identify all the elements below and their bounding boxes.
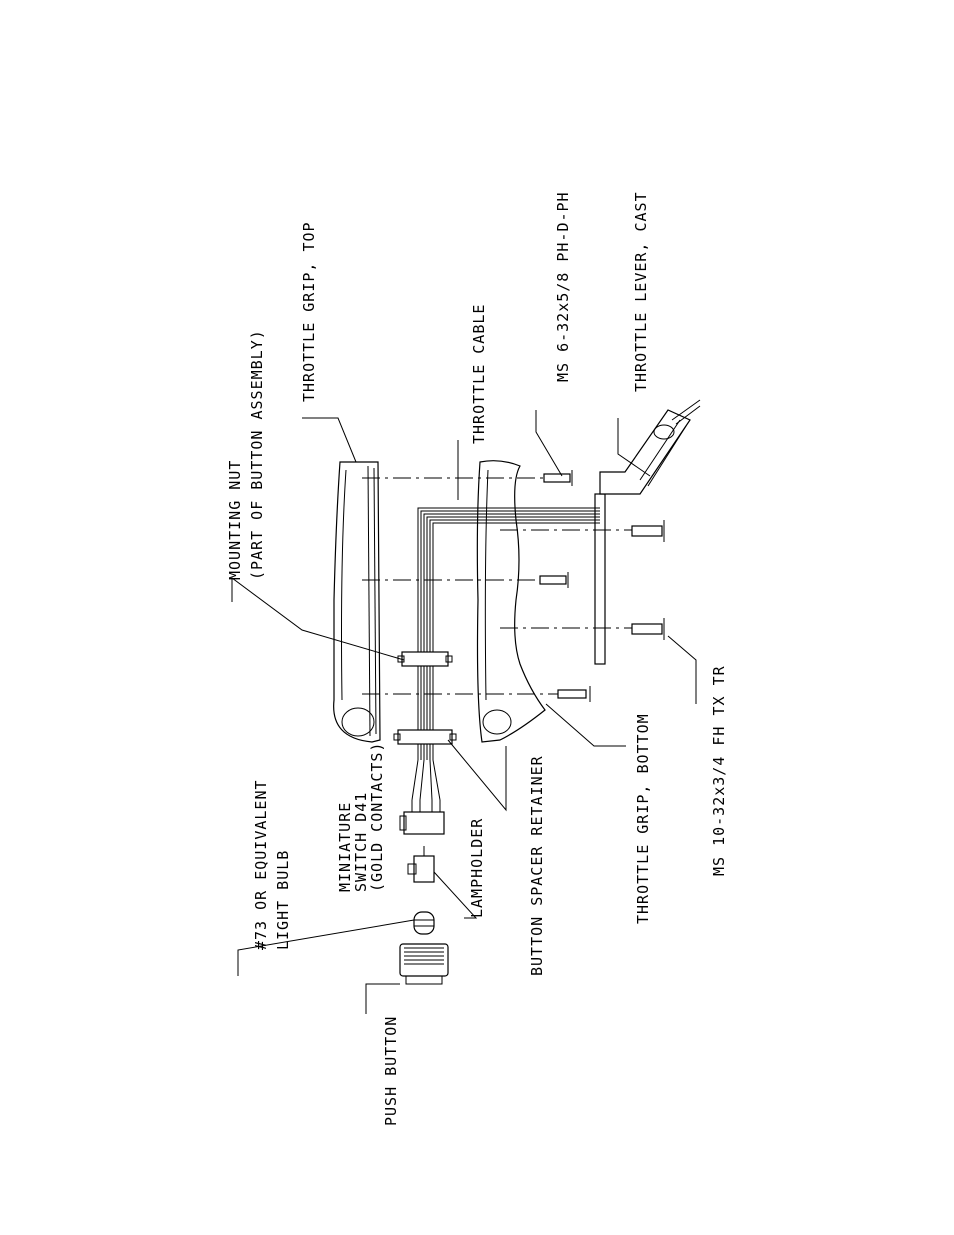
label-throttle-cable-text: THROTTLE CABLE [470, 304, 488, 444]
push-button-part [400, 944, 448, 984]
light-bulb-part [414, 912, 434, 934]
label-screw-large-text: MS 10-32x3/4 FH TX TR [710, 665, 728, 876]
label-miniature-switch: MINIATURE SWITCH D41 (GOLD CONTACTS) [336, 742, 386, 892]
leader-lines [232, 410, 696, 1014]
label-screw-small: MS 6-32x5/8 PH-D-PH [554, 191, 572, 382]
throttle-grip-bottom-part [477, 461, 545, 742]
label-mounting-nut: MOUNTING NUT (PART OF BUTTON ASSEMBLY) [226, 329, 266, 580]
button-spacer-retainer-part [394, 730, 456, 744]
label-throttle-grip-bottom-text: THROTTLE GRIP, BOTTOM [634, 713, 652, 924]
label-mounting-nut-text-2: (PART OF BUTTON ASSEMBLY) [248, 329, 266, 580]
label-screw-large: MS 10-32x3/4 FH TX TR [710, 665, 728, 876]
label-lampholder-text: LAMPHOLDER [468, 818, 486, 918]
label-light-bulb-text-1: #73 OR EQUIVALENT [252, 779, 270, 950]
throttle-grip-top-part [334, 462, 380, 742]
label-screw-small-text: MS 6-32x5/8 PH-D-PH [554, 191, 572, 382]
label-button-spacer-retainer: BUTTON SPACER RETAINER [528, 755, 546, 976]
label-push-button-text: PUSH BUTTON [382, 1016, 400, 1126]
label-light-bulb: #73 OR EQUIVALENT LIGHT BULB [252, 779, 292, 950]
label-light-bulb-text-2: LIGHT BULB [274, 850, 292, 950]
label-throttle-lever-text: THROTTLE LEVER, CAST [632, 191, 650, 392]
label-button-spacer-retainer-text: BUTTON SPACER RETAINER [528, 755, 546, 976]
label-throttle-grip-top: THROTTLE GRIP, TOP [300, 221, 318, 402]
screw-small-2 [540, 572, 568, 588]
label-push-button: PUSH BUTTON [382, 1016, 400, 1126]
label-lampholder: LAMPHOLDER [468, 818, 486, 918]
screw-small-3 [558, 686, 590, 702]
label-throttle-lever: THROTTLE LEVER, CAST [632, 191, 650, 392]
label-throttle-cable: THROTTLE CABLE [470, 304, 488, 444]
screw-large-1 [632, 520, 664, 542]
miniature-switch-part [400, 800, 444, 834]
screw-small-1 [544, 470, 572, 486]
label-mounting-nut-text-1: MOUNTING NUT [226, 460, 244, 580]
screw-large-2 [632, 618, 664, 640]
label-throttle-grip-top-text: THROTTLE GRIP, TOP [300, 221, 318, 402]
mounting-nut-part [398, 652, 452, 666]
label-throttle-grip-bottom: THROTTLE GRIP, BOTTOM [634, 713, 652, 924]
label-miniature-switch-text-3: (GOLD CONTACTS) [368, 742, 386, 892]
lampholder-part [408, 846, 434, 882]
